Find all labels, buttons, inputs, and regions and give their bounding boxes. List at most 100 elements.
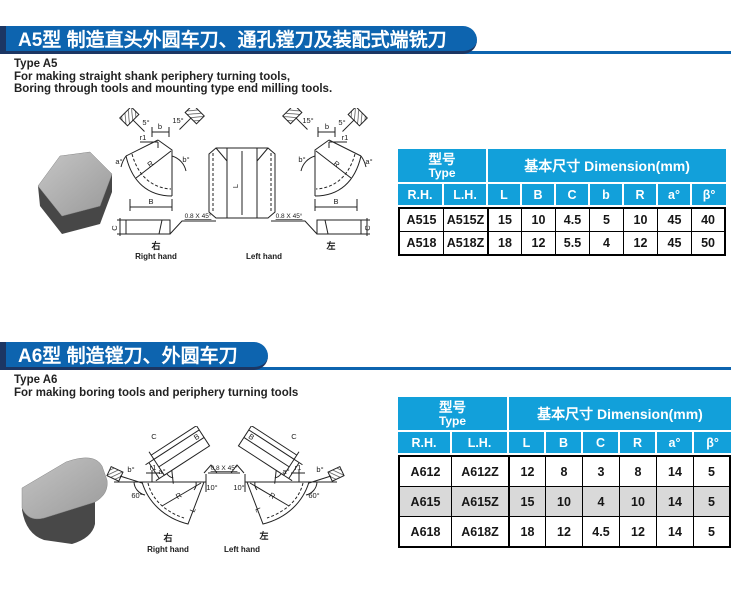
cell: 5 <box>694 517 731 548</box>
a5-type-header-en: Type <box>428 165 456 180</box>
cell-a615-lh: A615Z <box>452 487 509 517</box>
a5-type-header-cn: 型号 <box>428 151 456 167</box>
cell: 18 <box>509 517 546 548</box>
a6-dim-C-label-lh: C <box>291 432 297 441</box>
a5-col-a-deg: a° <box>658 184 692 207</box>
table-row: A518 A518Z 18 12 5.5 4 12 45 50 <box>398 232 727 256</box>
a5-dim-r1-label: r1 <box>140 133 147 142</box>
cell: 4 <box>583 487 620 517</box>
type-a6-label: Type A6 <box>14 374 58 386</box>
cell: 14 <box>657 455 694 487</box>
cell-a518-rh: A518 <box>398 232 444 256</box>
a5-dim-b-label-lh: b <box>325 122 329 131</box>
cell-a612-rh: A612 <box>398 455 452 487</box>
a5-dim-b-deg-label-lh: b° <box>298 155 305 164</box>
a6-dim-L-label: L <box>188 506 198 514</box>
section-a6-divider-rule <box>0 367 731 370</box>
cell: 12 <box>522 232 556 256</box>
cell: 8 <box>546 455 583 487</box>
a5-col-beta-deg: β° <box>692 184 727 207</box>
cell: 50 <box>692 232 727 256</box>
a6-col-lh: L.H. <box>452 432 509 455</box>
cell-a612-lh: A612Z <box>452 455 509 487</box>
a6-dimension-header-cell: 基本尺寸 Dimension(mm) <box>509 397 731 432</box>
a5-description-line1: For making straight shank periphery turn… <box>14 70 291 83</box>
a6-col-rh: R.H. <box>398 432 452 455</box>
a6-dim-r1-label: r1 <box>150 463 157 472</box>
section-a6-description: Type A6 For making boring tools and peri… <box>14 374 298 399</box>
a6-dim-r1-label-lh: r1 <box>295 463 302 472</box>
a5-col-R: R <box>624 184 658 207</box>
cell: 12 <box>624 232 658 256</box>
a5-right-hand-label: Right hand <box>135 252 177 261</box>
cell: 3 <box>583 455 620 487</box>
section-a5-banner: A5型 制造直头外圆车刀、通孔镗刀及装配式端铣刀 <box>0 26 477 54</box>
a6-angle-10-label: 10° <box>206 483 217 492</box>
cell: 10 <box>620 487 657 517</box>
cell: 45 <box>658 232 692 256</box>
a5-chamfer-note-right: 0.8 X 45° <box>185 212 212 220</box>
a5-dim-a-deg-label: a° <box>115 157 122 166</box>
cell: 10 <box>624 207 658 232</box>
grinding-wheel-icon <box>119 108 145 132</box>
a5-dim-B-label-lh: B <box>333 197 338 206</box>
a5-dim-B-label: B <box>148 197 153 206</box>
a5-col-C: C <box>556 184 590 207</box>
table-row-highlighted: A615 A615Z 15 10 4 10 14 5 <box>398 487 731 517</box>
cell: 15 <box>488 207 522 232</box>
cell: 8 <box>620 455 657 487</box>
cell-a618-lh: A618Z <box>452 517 509 548</box>
type-a5-label: Type A5 <box>14 58 58 70</box>
cell: 5 <box>694 487 731 517</box>
a5-left-hand-label: Left hand <box>246 252 282 261</box>
a5-dim-R-label: R <box>146 158 156 169</box>
a6-dim-b-deg-label: b° <box>127 465 134 474</box>
a6-dim-a-deg-label-lh: a° <box>282 467 289 476</box>
cell: 14 <box>657 517 694 548</box>
a5-col-B: B <box>522 184 556 207</box>
cell: 40 <box>692 207 727 232</box>
cell: 12 <box>546 517 583 548</box>
cell: 4.5 <box>556 207 590 232</box>
section-a6-banner: A6型 制造镗刀、外圆车刀 <box>0 342 268 370</box>
section-a6-banner-title: A6型 制造镗刀、外圆车刀 <box>18 346 238 367</box>
a6-angle-10-label-lh: 10° <box>233 483 244 492</box>
section-a5-banner-title: A5型 制造直头外圆车刀、通孔镗刀及装配式端铣刀 <box>18 30 447 51</box>
cell: 4.5 <box>583 517 620 548</box>
a5-dim-L-label: L <box>231 184 240 188</box>
cell: 5.5 <box>556 232 590 256</box>
a6-dim-L-label-lh: L <box>253 506 263 514</box>
a6-insert-top-face <box>21 457 108 520</box>
a6-type-header-cn: 型号 <box>439 399 466 415</box>
cell: 12 <box>509 455 546 487</box>
a6-col-L: L <box>509 432 546 455</box>
a5-technical-drawing: 5° 15° b r1 a° b° R B L C 0.8 X 45° 右 Ri… <box>112 108 373 261</box>
table-row: A515 A515Z 15 10 4.5 5 10 45 40 <box>398 207 727 232</box>
a6-right-hand-label: Right hand <box>147 545 189 554</box>
a5-center-view <box>208 147 276 219</box>
a5-right-hand-cn-label: 右 <box>150 240 160 251</box>
cell: 4 <box>590 232 624 256</box>
a5-dim-C-label: C <box>112 225 119 231</box>
a5-col-lh: L.H. <box>444 184 488 207</box>
a5-dim-b-label: b <box>158 122 162 131</box>
a5-chamfer-note-left: 0.8 X 45° <box>276 212 303 220</box>
a6-dim-a-deg-label: a° <box>158 467 165 476</box>
cell: 14 <box>657 487 694 517</box>
section-a5-description: Type A5 For making straight shank periph… <box>14 58 332 96</box>
a6-type-header-en: Type <box>438 413 467 428</box>
grinding-wheel-icon <box>179 108 205 130</box>
a6-angle-60-label-lh: 60° <box>308 491 319 500</box>
a5-col-rh: R.H. <box>398 184 444 207</box>
a6-chamfer-note: 0.8 X 45° <box>211 464 238 472</box>
a5-dim-b-deg-label: b° <box>182 155 189 164</box>
a5-dimension-header-cell: 基本尺寸 Dimension(mm) <box>488 149 727 184</box>
a6-col-a-deg: a° <box>657 432 694 455</box>
a5-dim-R-label-lh: R <box>332 159 342 170</box>
a5-col-L: L <box>488 184 522 207</box>
a5-angle-5-label: 5° <box>142 118 149 127</box>
a6-type-header-cell: 型号 Type <box>398 397 509 432</box>
a5-angle-15-label-lh: 15° <box>302 116 313 125</box>
cell-a615-rh: A615 <box>398 487 452 517</box>
a6-dim-B-label-lh: B <box>247 432 256 442</box>
